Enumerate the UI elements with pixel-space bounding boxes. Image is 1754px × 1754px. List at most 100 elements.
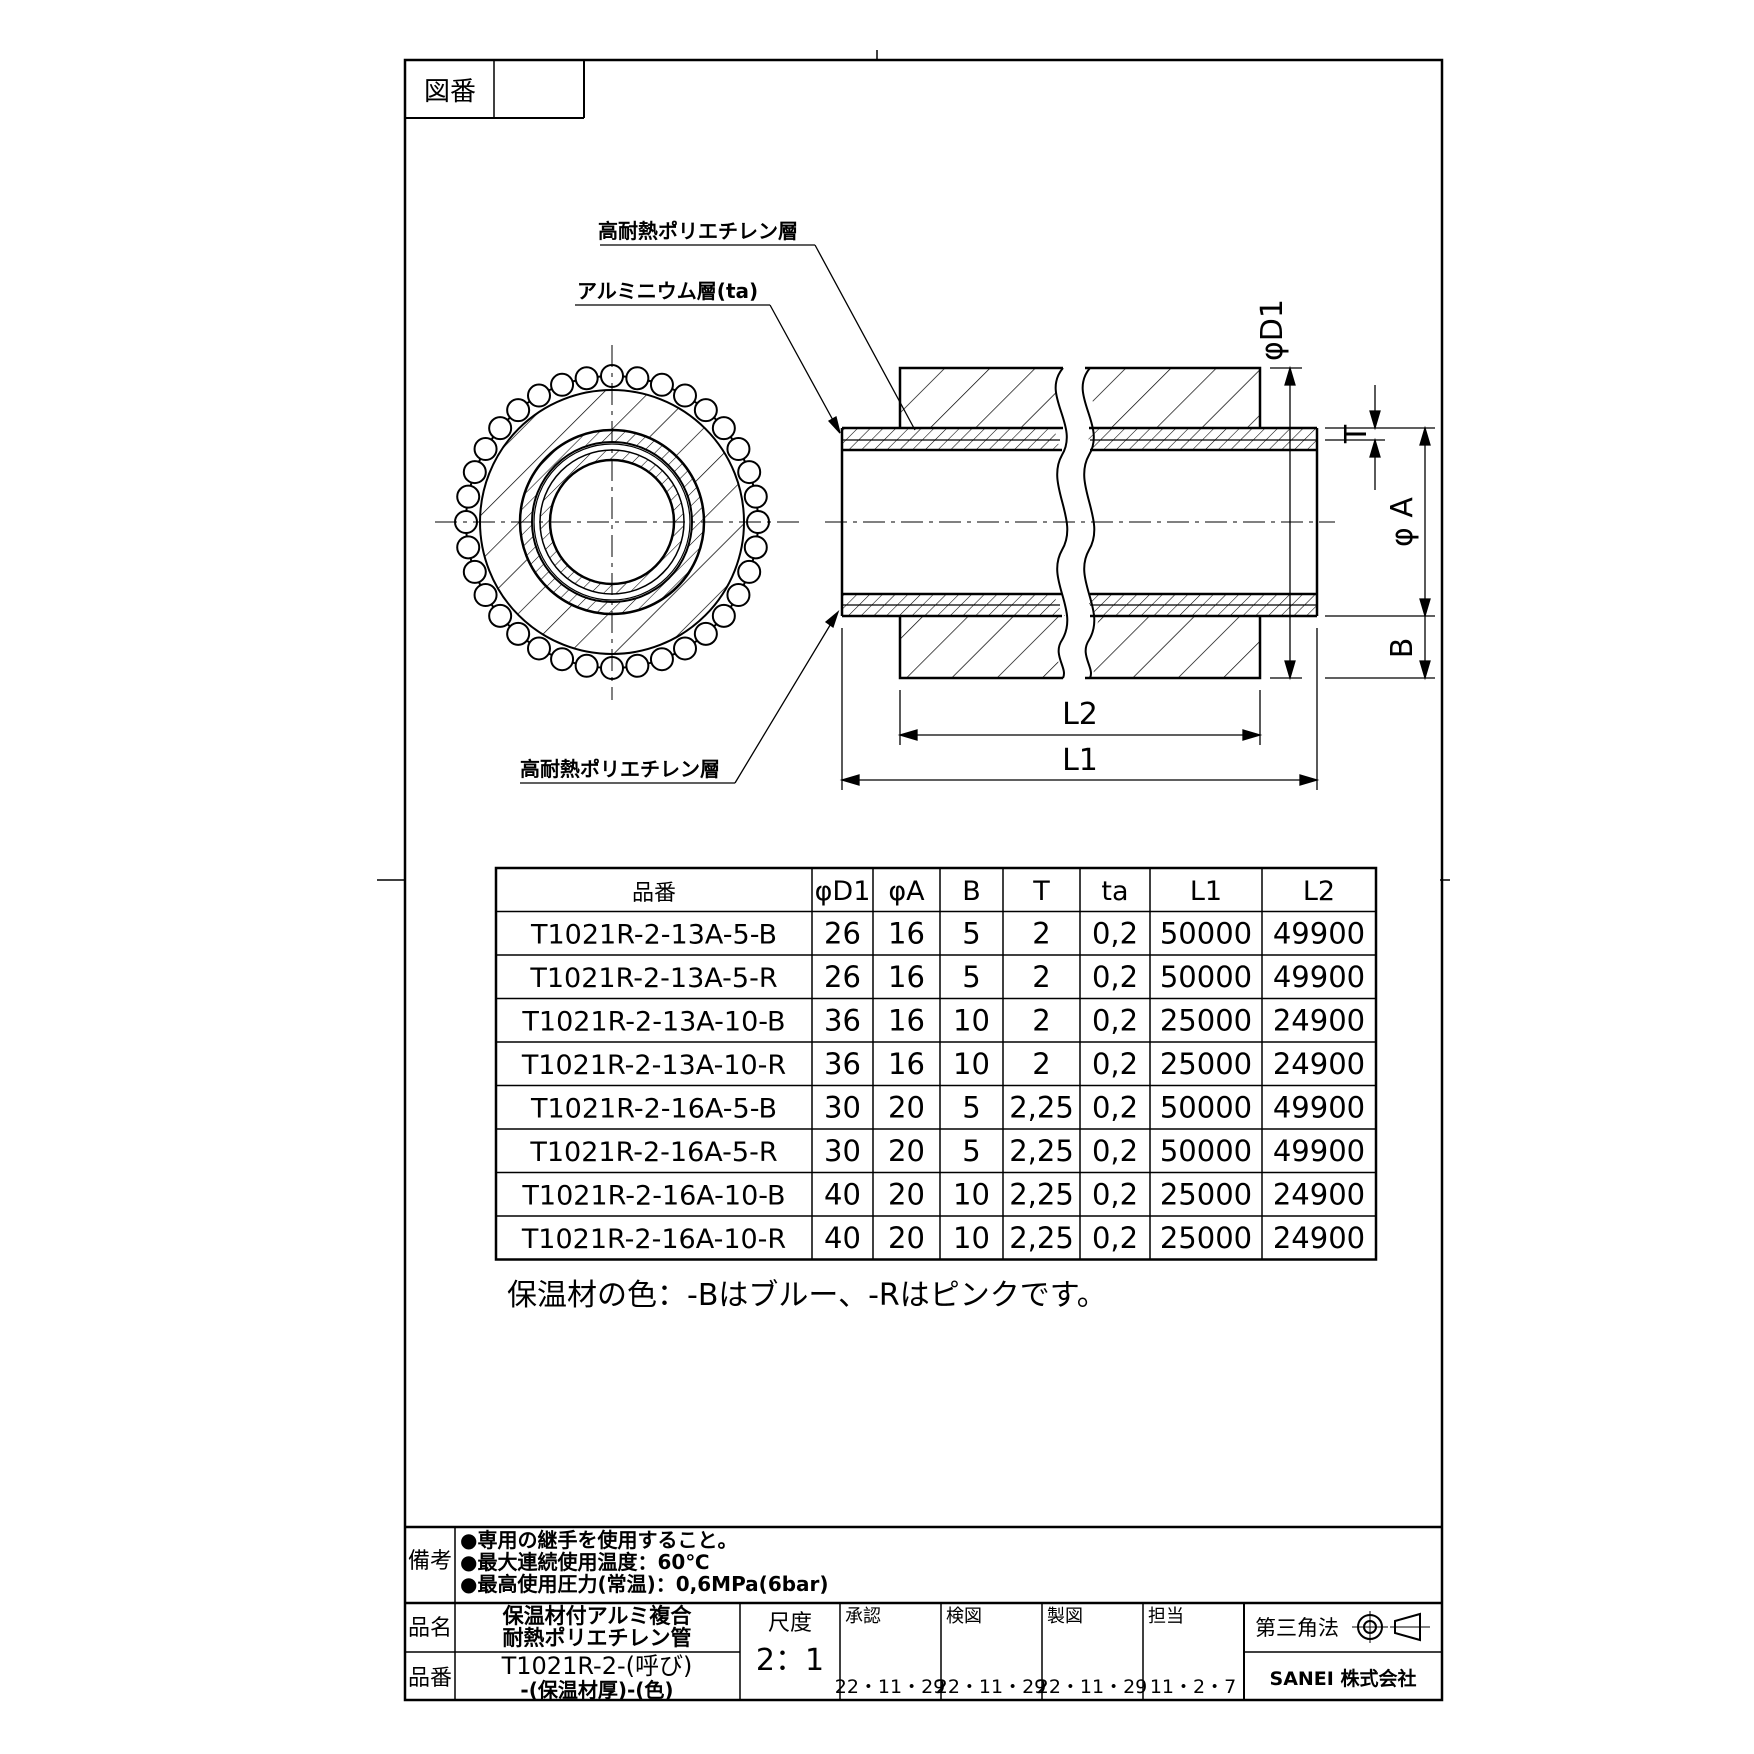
product-name-label: 品名 <box>408 1616 452 1641</box>
insulation-scallop <box>550 372 575 397</box>
spec-table-cell: 10 <box>953 1221 990 1255</box>
spec-table-cell: 40 <box>824 1221 861 1255</box>
insulation-scallop <box>743 535 768 560</box>
spec-table-cell: 20 <box>888 1134 925 1168</box>
spec-table-cell: 16 <box>888 1047 925 1081</box>
dim-l2-label: L2 <box>1062 697 1098 732</box>
spec-table-cell: 10 <box>953 1004 990 1038</box>
company-name: SANEI 株式会社 <box>1270 1667 1417 1690</box>
insulation-scallop <box>693 398 718 423</box>
approval-label-2: 検図 <box>946 1606 982 1627</box>
remarks-block: 備考 ●専用の継手を使用すること。 ●最大連続使用温度：60℃ ●最高使用圧力(… <box>405 1525 1442 1700</box>
remark-line-3: ●最高使用圧力(常温)：0,6MPa(6bar) <box>460 1572 829 1596</box>
spec-table-cell: 25000 <box>1160 1178 1252 1212</box>
spec-table-cell: 30 <box>824 1091 861 1125</box>
spec-table-cell: 50000 <box>1160 1091 1252 1125</box>
spec-table-cell: 0,2 <box>1092 1004 1138 1038</box>
insulation-scallop <box>456 535 481 560</box>
approval-date-3: 22・11・29 <box>1037 1676 1148 1698</box>
spec-table-header-cell: T <box>1032 876 1050 907</box>
insulation-scallop <box>506 621 531 646</box>
spec-table-cell: 16 <box>888 1004 925 1038</box>
spec-table-cell: 20 <box>888 1091 925 1125</box>
third-angle-projection-icon <box>1352 1611 1430 1643</box>
callout-outer-layer-top: 高耐熱ポリエチレン層 <box>598 219 798 243</box>
spec-table-cell: 10 <box>953 1178 990 1212</box>
insulation-scallop <box>737 460 762 485</box>
spec-table-cell: 36 <box>824 1004 861 1038</box>
approval-label-1: 承認 <box>845 1606 881 1627</box>
spec-table-cell: 0,2 <box>1092 1134 1138 1168</box>
insulation-scallop <box>693 621 718 646</box>
insulation-scallop <box>711 416 736 441</box>
spec-table-cell: T1021R-2-16A-10-R <box>521 1224 786 1255</box>
spec-table-cell: T1021R-2-13A-5-B <box>530 920 777 951</box>
spec-table-cell: 0,2 <box>1092 1178 1138 1212</box>
product-number-line-2: -(保温材厚)-(色) <box>520 1678 673 1702</box>
spec-table-cell: T1021R-2-16A-10-B <box>521 1181 785 1212</box>
insulation-scallop <box>649 647 674 672</box>
spec-table-cell: 49900 <box>1273 917 1365 951</box>
spec-table-frame <box>494 866 1378 1261</box>
spec-table-header-cell: L1 <box>1190 876 1222 907</box>
insulation-scallop <box>527 383 551 408</box>
insulation-scallop <box>488 603 513 628</box>
remark-line-2: ●最大連続使用温度：60℃ <box>460 1550 710 1574</box>
insulation-scallop <box>527 636 551 661</box>
insulation-scallop <box>473 437 498 461</box>
insulation-scallop <box>726 437 751 461</box>
spec-table-cell: 0,2 <box>1092 1221 1138 1255</box>
insulation-scallop <box>462 559 487 584</box>
insulation-scallop <box>574 366 599 391</box>
spec-table-cell: 50000 <box>1160 1134 1252 1168</box>
insulation-scallop <box>673 383 697 408</box>
insulation-scallop <box>456 484 481 509</box>
spec-table-header-cell: ta <box>1101 876 1128 907</box>
pipe-side-view <box>825 360 1335 685</box>
spec-table-cell: T1021R-2-16A-5-R <box>529 1137 777 1168</box>
spec-table-cell: 20 <box>888 1221 925 1255</box>
approval-date-1: 22・11・29 <box>835 1676 946 1698</box>
dim-d1-label: φD1 <box>1255 299 1290 361</box>
spec-table-cell: 25000 <box>1160 1004 1252 1038</box>
spec-table-cell: T1021R-2-16A-5-B <box>530 1094 777 1125</box>
color-note: 保温材の色：-Bはブルー、-Rはピンクです。 <box>507 1278 1107 1313</box>
insulation-scallop <box>488 416 513 441</box>
spec-table-cell: 16 <box>888 960 925 994</box>
spec-table-cell: 2,25 <box>1009 1178 1074 1212</box>
product-number-line-1: T1021R-2-(呼び) <box>501 1652 693 1680</box>
dim-t-label: T <box>1339 424 1374 444</box>
spec-table-cell: 2 <box>1032 1047 1050 1081</box>
projection-label: 第三角法 <box>1255 1616 1339 1640</box>
approval-date-4: 11・2・7 <box>1150 1676 1236 1698</box>
spec-table-header-cell: B <box>962 876 981 907</box>
spec-table-cell: 25000 <box>1160 1221 1252 1255</box>
dim-a-label: φ A <box>1385 497 1420 547</box>
spec-table-cell: 24900 <box>1273 1004 1365 1038</box>
spec-table-cell: 30 <box>824 1134 861 1168</box>
spec-table-header-cell: φD1 <box>815 876 871 907</box>
drawing-border <box>403 58 1444 1702</box>
scale-value: 2：1 <box>756 1643 824 1678</box>
remarks-label: 備考 <box>408 1549 452 1574</box>
spec-table-cell: 26 <box>824 960 861 994</box>
spec-table-cell: 0,2 <box>1092 917 1138 951</box>
spec-table-cell: 10 <box>953 1047 990 1081</box>
spec-table-cell: 49900 <box>1273 1091 1365 1125</box>
insulation-scallop <box>506 398 531 423</box>
spec-table-cell: 20 <box>888 1178 925 1212</box>
insulation-scallop <box>574 653 599 678</box>
product-name-line-2: 耐熱ポリエチレン管 <box>503 1626 692 1650</box>
insulation-scallop <box>649 372 674 397</box>
spec-table-cell: 2 <box>1032 917 1050 951</box>
product-number-label: 品番 <box>408 1666 452 1691</box>
pipe-end-view <box>435 345 800 700</box>
spec-table-cell: 24900 <box>1273 1178 1365 1212</box>
insulation-scallop <box>473 583 498 607</box>
spec-table-cell: 49900 <box>1273 1134 1365 1168</box>
approval-date-2: 22・11・29 <box>936 1676 1047 1698</box>
spec-table-cell: 24900 <box>1273 1047 1365 1081</box>
spec-table-cell: 50000 <box>1160 960 1252 994</box>
dimension-lines <box>839 365 1435 790</box>
